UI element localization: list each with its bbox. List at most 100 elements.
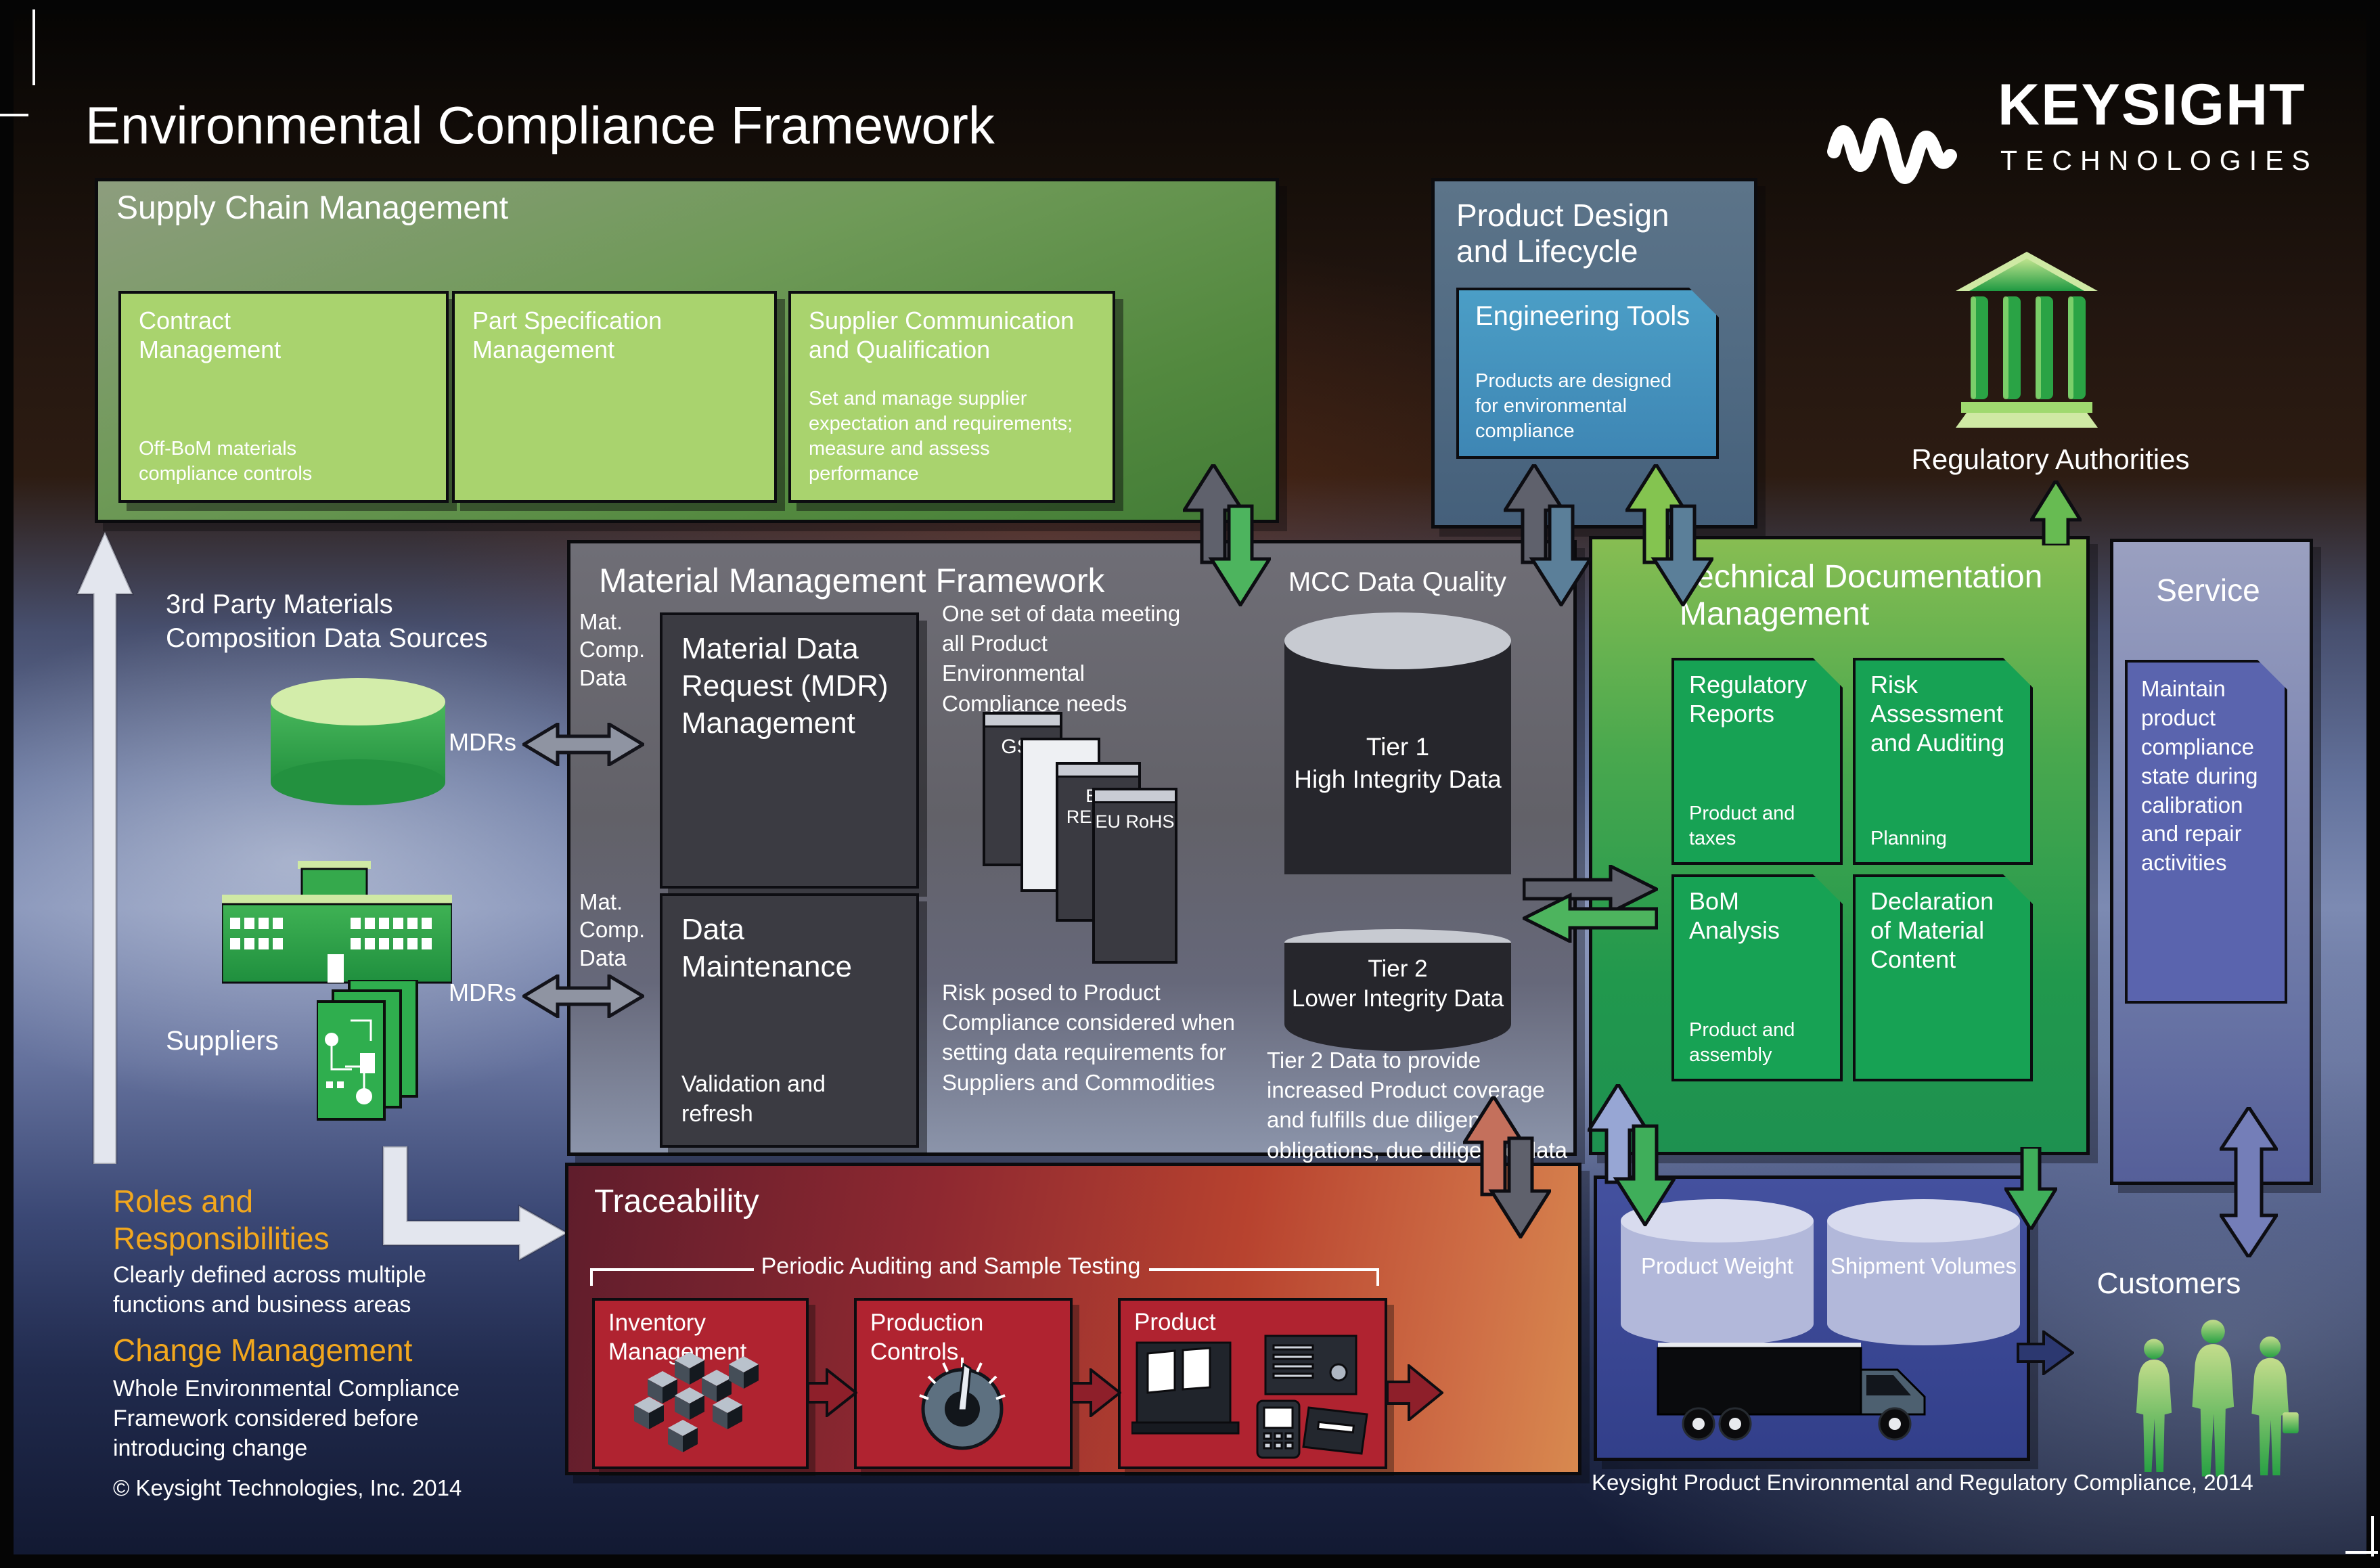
mdrs-label: MDRs <box>449 728 516 756</box>
box-title: Contract Management <box>139 307 282 364</box>
risk-assessment-box: Risk Assessment and Auditing Planning <box>1853 658 2033 865</box>
footer-note: Keysight Product Environmental and Regul… <box>1592 1470 2253 1495</box>
crop-mark <box>2371 1516 2374 1556</box>
box-title: Supplier Communication and Qualification <box>809 307 1075 364</box>
service-title: Service <box>2156 573 2260 608</box>
shipment-volumes-cylinder-icon: Shipment Volumes <box>1827 1199 2020 1356</box>
flow-arrow <box>1071 1368 1121 1417</box>
mcc-data-cylinder-icon: Tier 1 High Integrity Data Tier 2 Lower … <box>1284 612 1511 1051</box>
box-title: Production Controls <box>870 1309 984 1365</box>
product-design-title: Product Design and Lifecycle <box>1456 198 1669 269</box>
box-caption: Off-BoM materials compliance controls <box>139 437 313 485</box>
mdr-management-box: Material Data Request (MDR) Management <box>660 612 919 889</box>
box-title: Risk Assessment and Auditing <box>1870 671 2005 757</box>
logo-sub-brand: TECHNOLOGIES <box>2000 145 2318 176</box>
regulatory-authorities-label: Regulatory Authorities <box>1911 443 2190 475</box>
roles-body: Clearly defined across multiple function… <box>113 1262 426 1318</box>
box-title: Data Maintenance <box>681 913 852 983</box>
supply-chain-title: Supply Chain Management <box>116 190 509 226</box>
data-maintenance-box: Data Maintenance Validation and refresh <box>660 893 919 1148</box>
mat-comp-data-label: Mat. Comp. Data <box>579 609 646 690</box>
box-title: BoM Analysis <box>1689 887 1780 945</box>
supply-mmf-exchange-arrow <box>1183 464 1271 606</box>
box-caption: Product and taxes <box>1689 802 1795 849</box>
contract-management-box: Contract Management Off-BoM materials co… <box>118 291 449 503</box>
box-title: Inventory Management <box>608 1309 747 1365</box>
change-title: Change Management <box>113 1332 413 1368</box>
product-instruments-icon <box>1131 1335 1368 1459</box>
box-caption: Maintain product compliance state during… <box>2141 676 2258 876</box>
bracket-tick <box>1376 1268 1379 1286</box>
copyright: © Keysight Technologies, Inc. 2014 <box>113 1475 462 1500</box>
mdrs-label: MDRs <box>449 979 516 1006</box>
material-management-title: Material Management Framework <box>599 562 1105 600</box>
mat-comp-data-label: Mat. Comp. Data <box>579 889 646 970</box>
logistics-customers-arrow <box>2017 1330 2074 1375</box>
part-specification-box: Part Specification Management <box>452 291 777 503</box>
techdoc-customers-arrow <box>2004 1147 2057 1230</box>
bracket-line <box>1149 1268 1379 1271</box>
bank-icon <box>1956 252 2098 428</box>
box-title: Declaration of Material Content <box>1870 887 1994 974</box>
techdoc-logistics-exchange-arrow <box>1588 1084 1676 1226</box>
one-set-note: One set of data meeting all Product Envi… <box>942 601 1181 716</box>
mcc-techdoc-exchange-arrow <box>1523 865 1658 943</box>
roles-title: Roles and Responsibilities <box>113 1184 330 1257</box>
box-title: Material Data Request (MDR) Management <box>681 632 889 740</box>
change-body: Whole Environmental Compliance Framework… <box>113 1376 460 1462</box>
mdr-exchange-arrow <box>522 975 644 1018</box>
crop-mark <box>2345 1551 2378 1554</box>
box-title: Product <box>1134 1309 1216 1335</box>
bracket-tick <box>590 1268 593 1286</box>
service-customers-exchange-arrow <box>2220 1107 2278 1257</box>
suppliers-label: Suppliers <box>166 1026 279 1056</box>
cylinder-label: Shipment Volumes <box>1830 1253 2017 1278</box>
gauge-icon <box>919 1358 1006 1450</box>
mdr-exchange-arrow <box>522 723 644 766</box>
supplier-communication-box: Supplier Communication and Qualification… <box>788 291 1115 503</box>
inventory-cubes-icon <box>634 1352 759 1452</box>
suppliers-to-supply-chain-arrow <box>76 532 134 1164</box>
cylinder-label: Product Weight <box>1640 1253 1793 1278</box>
box-caption: Validation and refresh <box>681 1071 826 1127</box>
bom-analysis-box: BoM Analysis Product and assembly <box>1671 874 1843 1081</box>
customers-label: Customers <box>2096 1267 2241 1300</box>
regulatory-reports-box: Regulatory Reports Product and taxes <box>1671 658 1843 865</box>
bracket-line <box>590 1268 754 1271</box>
flow-arrow <box>807 1368 857 1417</box>
tech-doc-title: Technical Documentation Management <box>1680 559 2043 633</box>
tier2-subtitle: Lower Integrity Data <box>1291 985 1504 1012</box>
eu-rohs-book-icon: EU RoHS <box>1092 788 1177 964</box>
declaration-material-box: Declaration of Material Content <box>1853 874 2033 1081</box>
data-source-cylinder-icon <box>271 678 445 813</box>
flow-arrow <box>1386 1364 1443 1421</box>
box-caption: Products are designed for environmental … <box>1475 369 1672 442</box>
keysight-wave-logo-icon <box>1827 118 1957 184</box>
tier2-title: Tier 2 <box>1368 956 1428 982</box>
customers-people-icon <box>2136 1320 2299 1477</box>
logo-brand: KEYSIGHT <box>1998 72 2306 137</box>
mcc-data-quality-label: MCC Data Quality <box>1288 567 1507 597</box>
design-mmf-exchange-arrow <box>1504 464 1592 606</box>
mmf-traceability-exchange-arrow <box>1463 1096 1551 1238</box>
box-caption: Planning <box>1870 827 1947 849</box>
circuit-board-icon <box>317 980 418 1121</box>
service-note-box: Maintain product compliance state during… <box>2125 660 2287 1004</box>
design-techdoc-exchange-arrow <box>1625 464 1713 606</box>
box-caption: Product and assembly <box>1689 1018 1795 1066</box>
tier1-subtitle: High Integrity Data <box>1294 765 1502 794</box>
truck-icon <box>1657 1343 1926 1441</box>
risk-note: Risk posed to Product Compliance conside… <box>942 980 1235 1095</box>
techdoc-regulatory-arrow <box>2030 480 2082 545</box>
box-title: Regulatory Reports <box>1689 671 1808 728</box>
box-caption: Set and manage supplier expectation and … <box>809 387 1073 485</box>
box-title: Engineering Tools <box>1475 301 1690 331</box>
crop-mark <box>32 9 35 85</box>
tier1-title: Tier 1 <box>1366 733 1430 761</box>
engineering-tools-box: Engineering Tools Products are designed … <box>1456 288 1719 459</box>
supplier-building-icon <box>222 861 452 984</box>
suppliers-to-traceability-arrow <box>382 1146 570 1261</box>
traceability-title: Traceability <box>594 1184 759 1219</box>
periodic-auditing-label: Periodic Auditing and Sample Testing <box>761 1253 1141 1279</box>
